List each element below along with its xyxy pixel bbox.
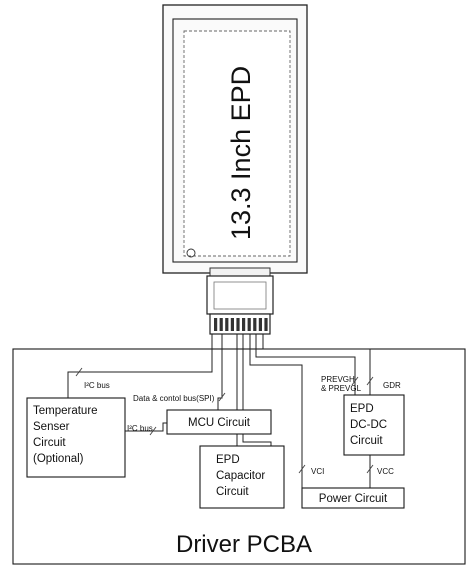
power-circuit-box [301, 487, 405, 509]
dcdc-circuit-box [343, 394, 405, 456]
epd-panel-frame [172, 18, 298, 263]
wire-vci [249, 334, 303, 488]
mcu-circuit-block: MCU Circuit [166, 409, 272, 435]
wire-prevgh [255, 334, 356, 395]
fpc-pin [253, 318, 257, 331]
fpc-pin [247, 318, 251, 331]
fpc-neck [209, 267, 271, 277]
epd-mount-hole [186, 248, 196, 258]
tick-vci [298, 464, 306, 474]
signal-i2c-top: I²C bus [84, 381, 110, 390]
fpc-pin [264, 318, 268, 331]
bus-tick-marks [75, 367, 374, 474]
fpc-pin [225, 318, 229, 331]
capacitor-label-1: EPD [216, 454, 240, 466]
fpc-pin [230, 318, 234, 331]
tick-prevgh [351, 376, 359, 386]
temperature-circuit-block: Temperature Senser Circuit (Optional) [26, 397, 126, 478]
power-circuit-block: Power Circuit [301, 487, 405, 509]
tick-vcc [366, 464, 374, 474]
dcdc-label-2: DC-DC [350, 419, 387, 431]
temperature-label-2: Senser [33, 421, 70, 433]
capacitor-circuit-box [199, 445, 285, 509]
tick-spi [218, 392, 226, 402]
epd-title: 13.3 Inch EPD [226, 66, 256, 240]
fpc-cable [206, 267, 274, 335]
signal-i2c-mcu: I²C bus [127, 424, 153, 433]
dcdc-label-3: Circuit [350, 435, 383, 447]
tick-temp-mcu [149, 426, 157, 436]
epd-active-area [183, 30, 291, 257]
signal-gdr: GDR [383, 381, 401, 390]
temperature-circuit-box [26, 397, 126, 478]
signal-prevgh-2: & PREVGL [321, 384, 362, 393]
signal-spi: Data & contol bus(SPI) [133, 394, 215, 403]
dcdc-circuit-block: EPD DC-DC Circuit [343, 394, 405, 456]
mcu-circuit-box [166, 409, 272, 435]
wire-mcu-spi [217, 334, 223, 410]
capacitor-label-2: Capacitor [216, 470, 265, 482]
wire-temp-i2c [67, 334, 213, 398]
signal-prevgh-1: PREVGH [321, 375, 355, 384]
tick-temp-i2c [75, 367, 83, 377]
capacitor-label-3: Circuit [216, 486, 249, 498]
fpc-inner [213, 281, 267, 310]
signal-vcc: VCC [377, 467, 394, 476]
temperature-label-1: Temperature [33, 405, 98, 417]
fpc-pin [236, 318, 240, 331]
temperature-label-4: (Optional) [33, 453, 84, 465]
mcu-label: MCU Circuit [188, 417, 251, 429]
signal-labels: I²C bus I²C bus Data & contol bus(SPI) P… [84, 375, 401, 476]
tick-gdr [366, 376, 374, 386]
dcdc-label-1: EPD [350, 403, 374, 415]
fpc-pin [242, 318, 246, 331]
fpc-pins [214, 318, 268, 331]
power-label: Power Circuit [319, 493, 388, 505]
driver-pcba-title: Driver PCBA [176, 531, 312, 558]
wire-temp-mcu [125, 422, 167, 432]
fpc-pin [219, 318, 223, 331]
fpc-pin [258, 318, 262, 331]
wire-gdr [262, 334, 371, 395]
temperature-label-3: Circuit [33, 437, 66, 449]
wire-capacitor-2 [242, 334, 272, 446]
signal-vci: VCI [311, 467, 324, 476]
fpc-pin [214, 318, 218, 331]
epd-panel: 13.3 Inch EPD [162, 4, 308, 274]
capacitor-circuit-block: EPD Capacitor Circuit [199, 445, 285, 509]
